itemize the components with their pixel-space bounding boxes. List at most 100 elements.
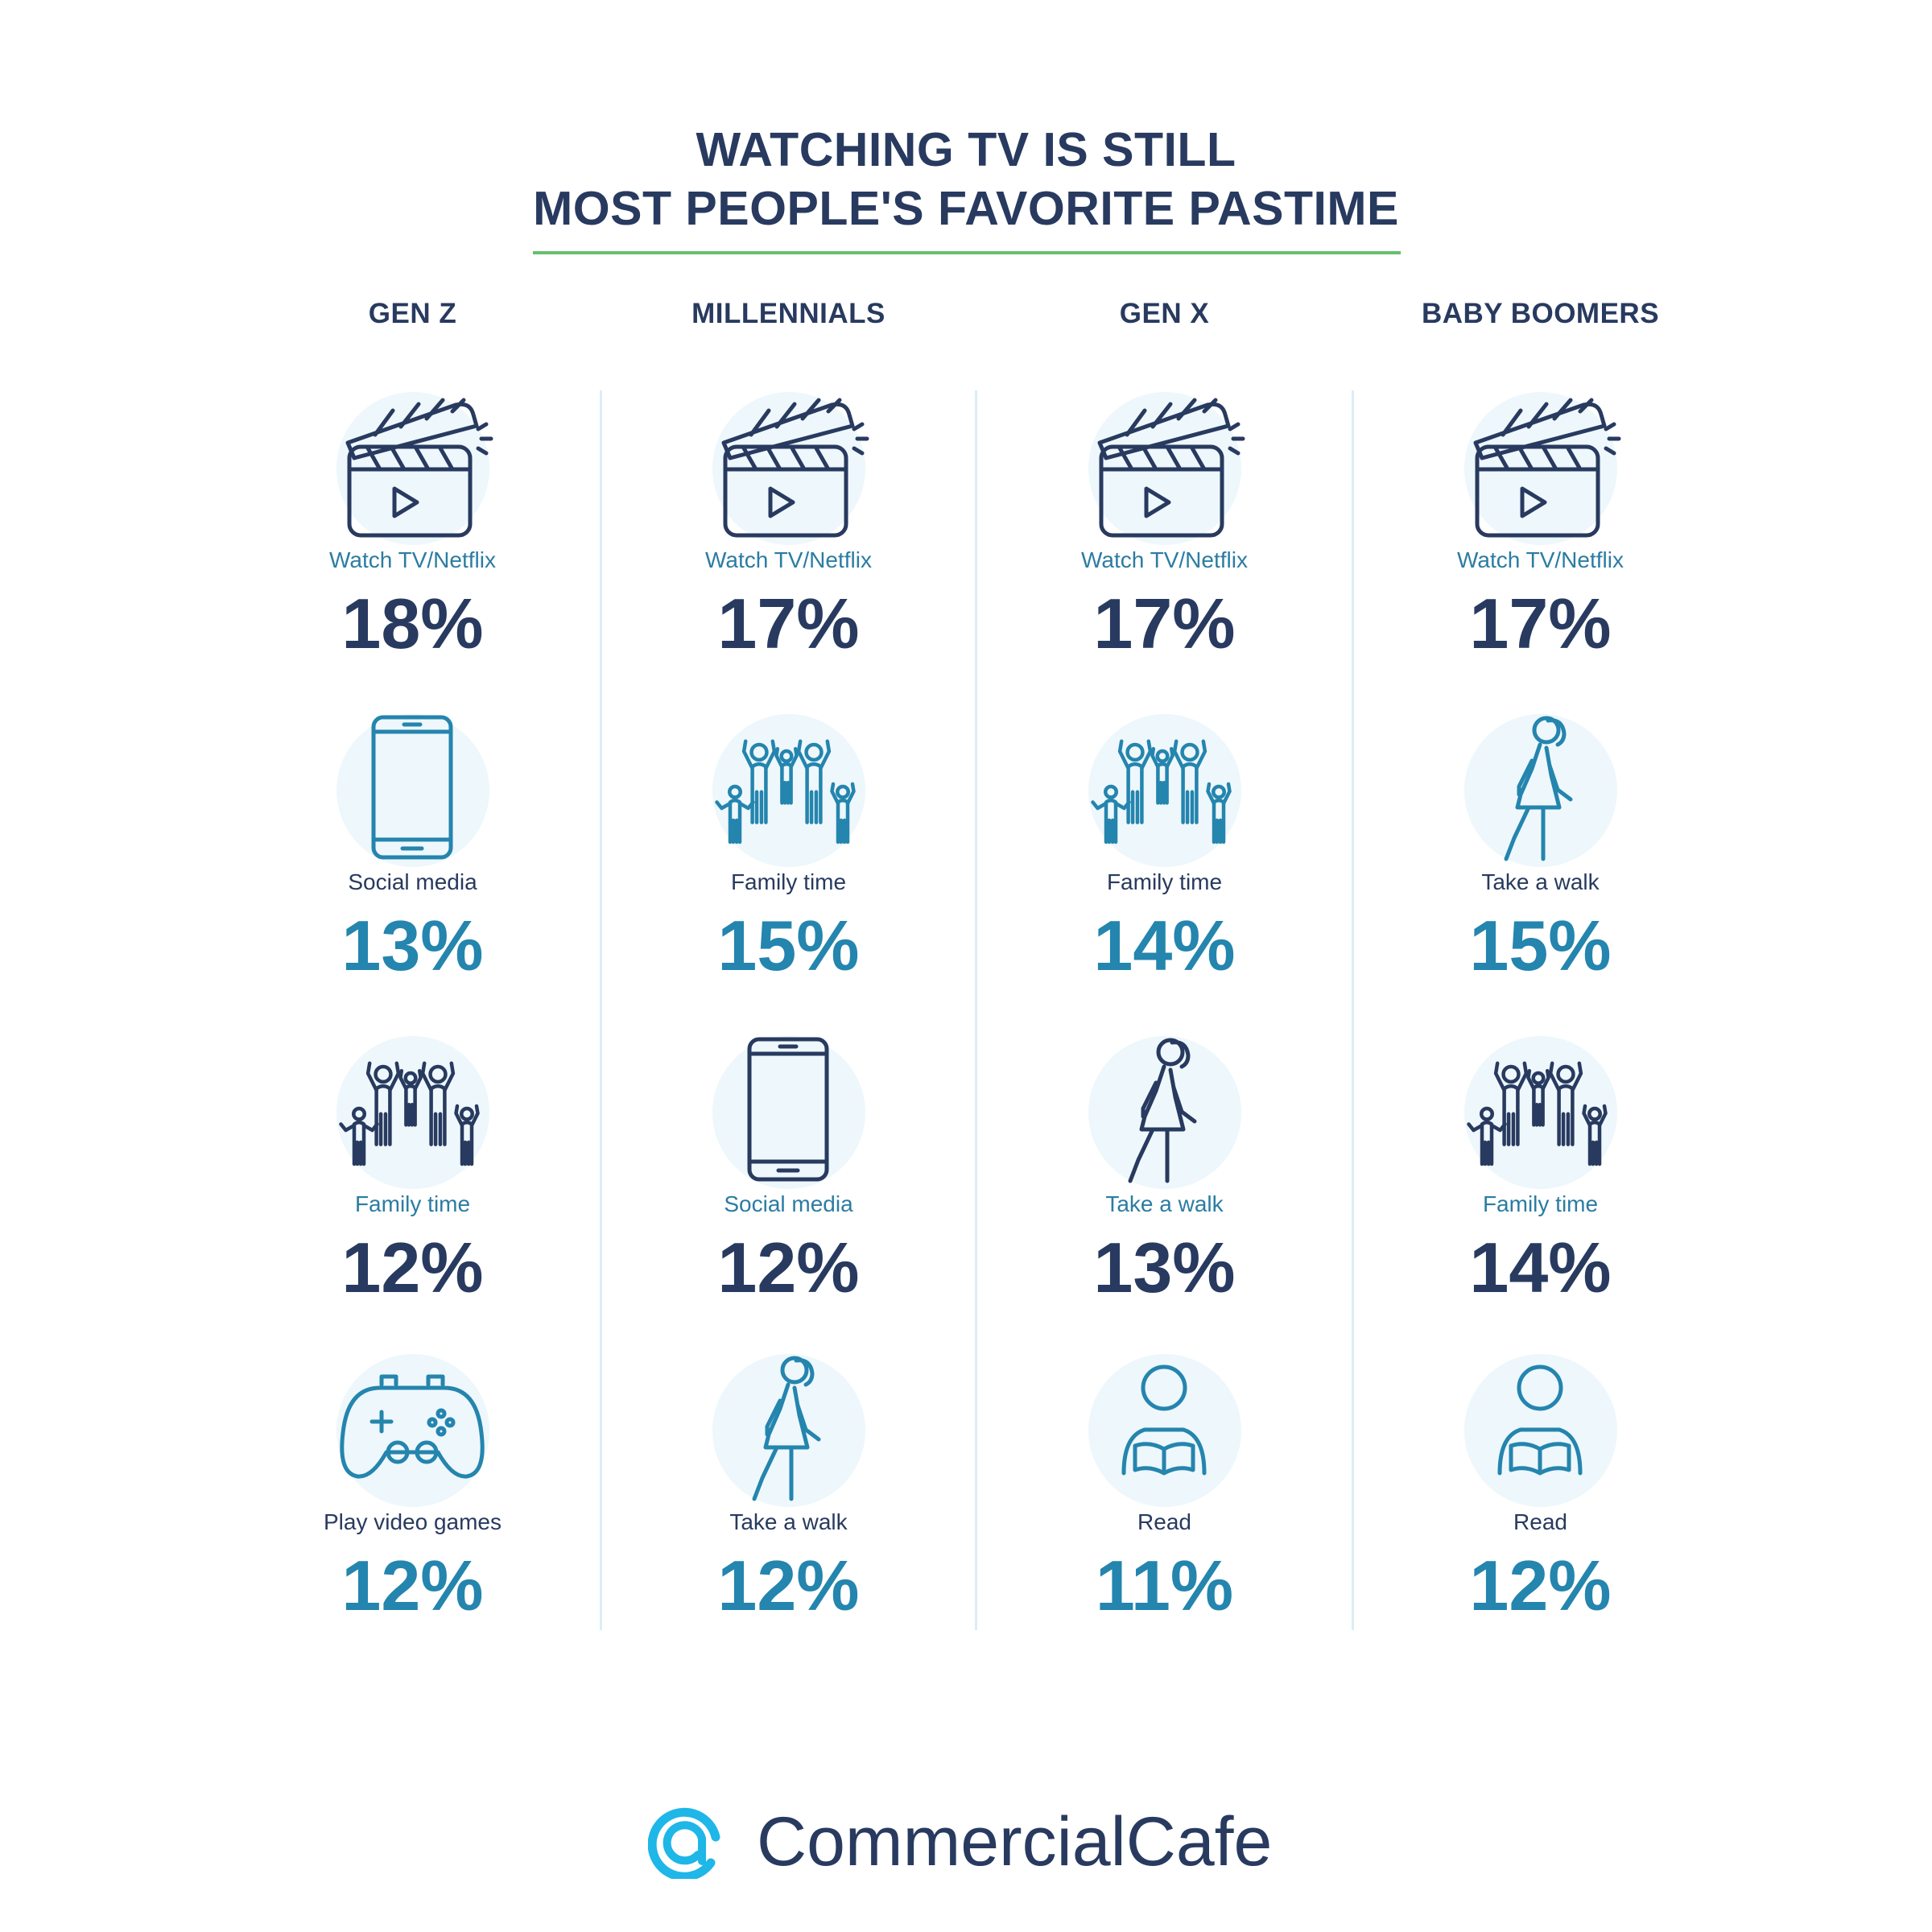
family-icon: [336, 1036, 489, 1189]
icon-background: [1464, 714, 1617, 867]
pastime-icon: [335, 1352, 491, 1509]
pastime-label: Read: [1137, 1509, 1191, 1534]
pastime-card: Family time 14%: [1353, 1034, 1728, 1356]
pastime-card: Take a walk 12%: [601, 1352, 976, 1674]
pastime-icon: [1463, 1034, 1619, 1191]
title-line-2: MOST PEOPLE'S FAVORITE PASTIME: [533, 182, 1399, 235]
pastime-label: Family time: [1482, 1191, 1599, 1216]
pastime-label: Play video games: [323, 1509, 502, 1534]
pastime-card: Read 12%: [1353, 1352, 1728, 1674]
gamepad-icon: [336, 1354, 489, 1507]
pastime-icon: [1463, 390, 1621, 547]
smartphone-icon: [712, 1036, 865, 1189]
pastime-percentage: 17%: [717, 584, 860, 663]
column-header: BABY BOOMERS: [1421, 298, 1660, 329]
pastime-card: Watch TV/Netflix 18%: [225, 390, 600, 712]
brand-name: CommercialCafe: [757, 1803, 1273, 1880]
pastime-percentage: 13%: [1093, 1228, 1236, 1307]
pastime-card: Social media 12%: [601, 1034, 976, 1356]
icon-background: [712, 1036, 865, 1189]
pastime-icon: [335, 390, 493, 547]
pastime-percentage: 17%: [1469, 584, 1612, 663]
pastime-percentage: 12%: [717, 1546, 860, 1625]
pastime-label: Family time: [1106, 869, 1223, 894]
pastime-label: Take a walk: [729, 1509, 848, 1534]
reading-person-icon: [1088, 1354, 1241, 1507]
pastime-percentage: 14%: [1093, 906, 1236, 985]
reading-person-icon: [1464, 1354, 1617, 1507]
pastime-label: Watch TV/Netflix: [329, 547, 496, 572]
pastime-icon: [335, 1034, 491, 1191]
pastime-percentage: 12%: [1469, 1546, 1612, 1625]
pastime-label: Watch TV/Netflix: [705, 547, 872, 572]
pastime-label: Social media: [348, 869, 477, 894]
pastime-icon: [1087, 1352, 1243, 1509]
pastime-icon: [1087, 390, 1245, 547]
title-underline: [533, 251, 1401, 254]
pastime-percentage: 13%: [341, 906, 484, 985]
pastime-percentage: 15%: [1469, 906, 1612, 985]
pastime-icon: [1087, 712, 1243, 869]
pastime-icon: [711, 390, 869, 547]
pastime-card: Watch TV/Netflix 17%: [977, 390, 1352, 712]
column-divider: [600, 390, 602, 1630]
column-divider: [1352, 390, 1354, 1630]
pastime-icon: [335, 712, 491, 869]
family-icon: [712, 714, 865, 867]
icon-background: [712, 1354, 865, 1507]
clapperboard-icon: [712, 392, 869, 545]
icon-background: [1088, 1036, 1241, 1189]
pastime-label: Family time: [354, 1191, 471, 1216]
pastime-percentage: 17%: [1093, 584, 1236, 663]
walking-woman-icon: [712, 1354, 865, 1507]
pastime-icon: [1463, 1352, 1619, 1509]
clapperboard-icon: [1088, 392, 1245, 545]
column-header: GEN X: [1119, 298, 1210, 329]
family-icon: [1088, 714, 1241, 867]
pastime-label: Take a walk: [1105, 1191, 1224, 1216]
pastime-card: Take a walk 13%: [977, 1034, 1352, 1356]
smartphone-icon: [336, 714, 489, 867]
pastime-icon: [711, 712, 867, 869]
pastime-percentage: 18%: [341, 584, 484, 663]
pastime-card: Play video games 12%: [225, 1352, 600, 1674]
pastime-percentage: 12%: [717, 1228, 860, 1307]
icon-background: [336, 1354, 489, 1507]
pastime-icon: [711, 1034, 867, 1191]
pastime-label: Family time: [730, 869, 847, 894]
pastime-icon: [1463, 712, 1619, 869]
pastime-card: Family time 15%: [601, 712, 976, 1034]
pastime-label: Take a walk: [1481, 869, 1600, 894]
walking-woman-icon: [1088, 1036, 1241, 1189]
pastime-label: Social media: [724, 1191, 853, 1216]
column-divider: [975, 390, 977, 1630]
page-title: WATCHING TV IS STILL MOST PEOPLE'S FAVOR…: [0, 121, 1932, 238]
column-header: MILLENNIALS: [691, 298, 886, 329]
pastime-card: Take a walk 15%: [1353, 712, 1728, 1034]
pastime-percentage: 14%: [1469, 1228, 1612, 1307]
title-line-1: WATCHING TV IS STILL: [696, 123, 1236, 176]
commercialcafe-logo-icon: [648, 1807, 720, 1879]
pastime-label: Watch TV/Netflix: [1457, 547, 1624, 572]
icon-background: [336, 714, 489, 867]
pastime-card: Family time 12%: [225, 1034, 600, 1356]
pastime-label: Read: [1513, 1509, 1567, 1534]
pastime-percentage: 15%: [717, 906, 860, 985]
pastime-label: Watch TV/Netflix: [1081, 547, 1248, 572]
pastime-percentage: 11%: [1095, 1546, 1234, 1625]
column-header: GEN Z: [368, 298, 457, 329]
brand-logo: CommercialCafe: [648, 1802, 1308, 1890]
pastime-card: Social media 13%: [225, 712, 600, 1034]
pastime-percentage: 12%: [341, 1546, 484, 1625]
walking-woman-icon: [1464, 714, 1617, 867]
pastime-icon: [1087, 1034, 1243, 1191]
pastime-icon: [711, 1352, 867, 1509]
pastime-card: Read 11%: [977, 1352, 1352, 1674]
family-icon: [1464, 1036, 1617, 1189]
pastime-card: Watch TV/Netflix 17%: [601, 390, 976, 712]
clapperboard-icon: [1464, 392, 1621, 545]
pastime-card: Watch TV/Netflix 17%: [1353, 390, 1728, 712]
pastime-percentage: 12%: [341, 1228, 484, 1307]
pastime-card: Family time 14%: [977, 712, 1352, 1034]
clapperboard-icon: [336, 392, 493, 545]
